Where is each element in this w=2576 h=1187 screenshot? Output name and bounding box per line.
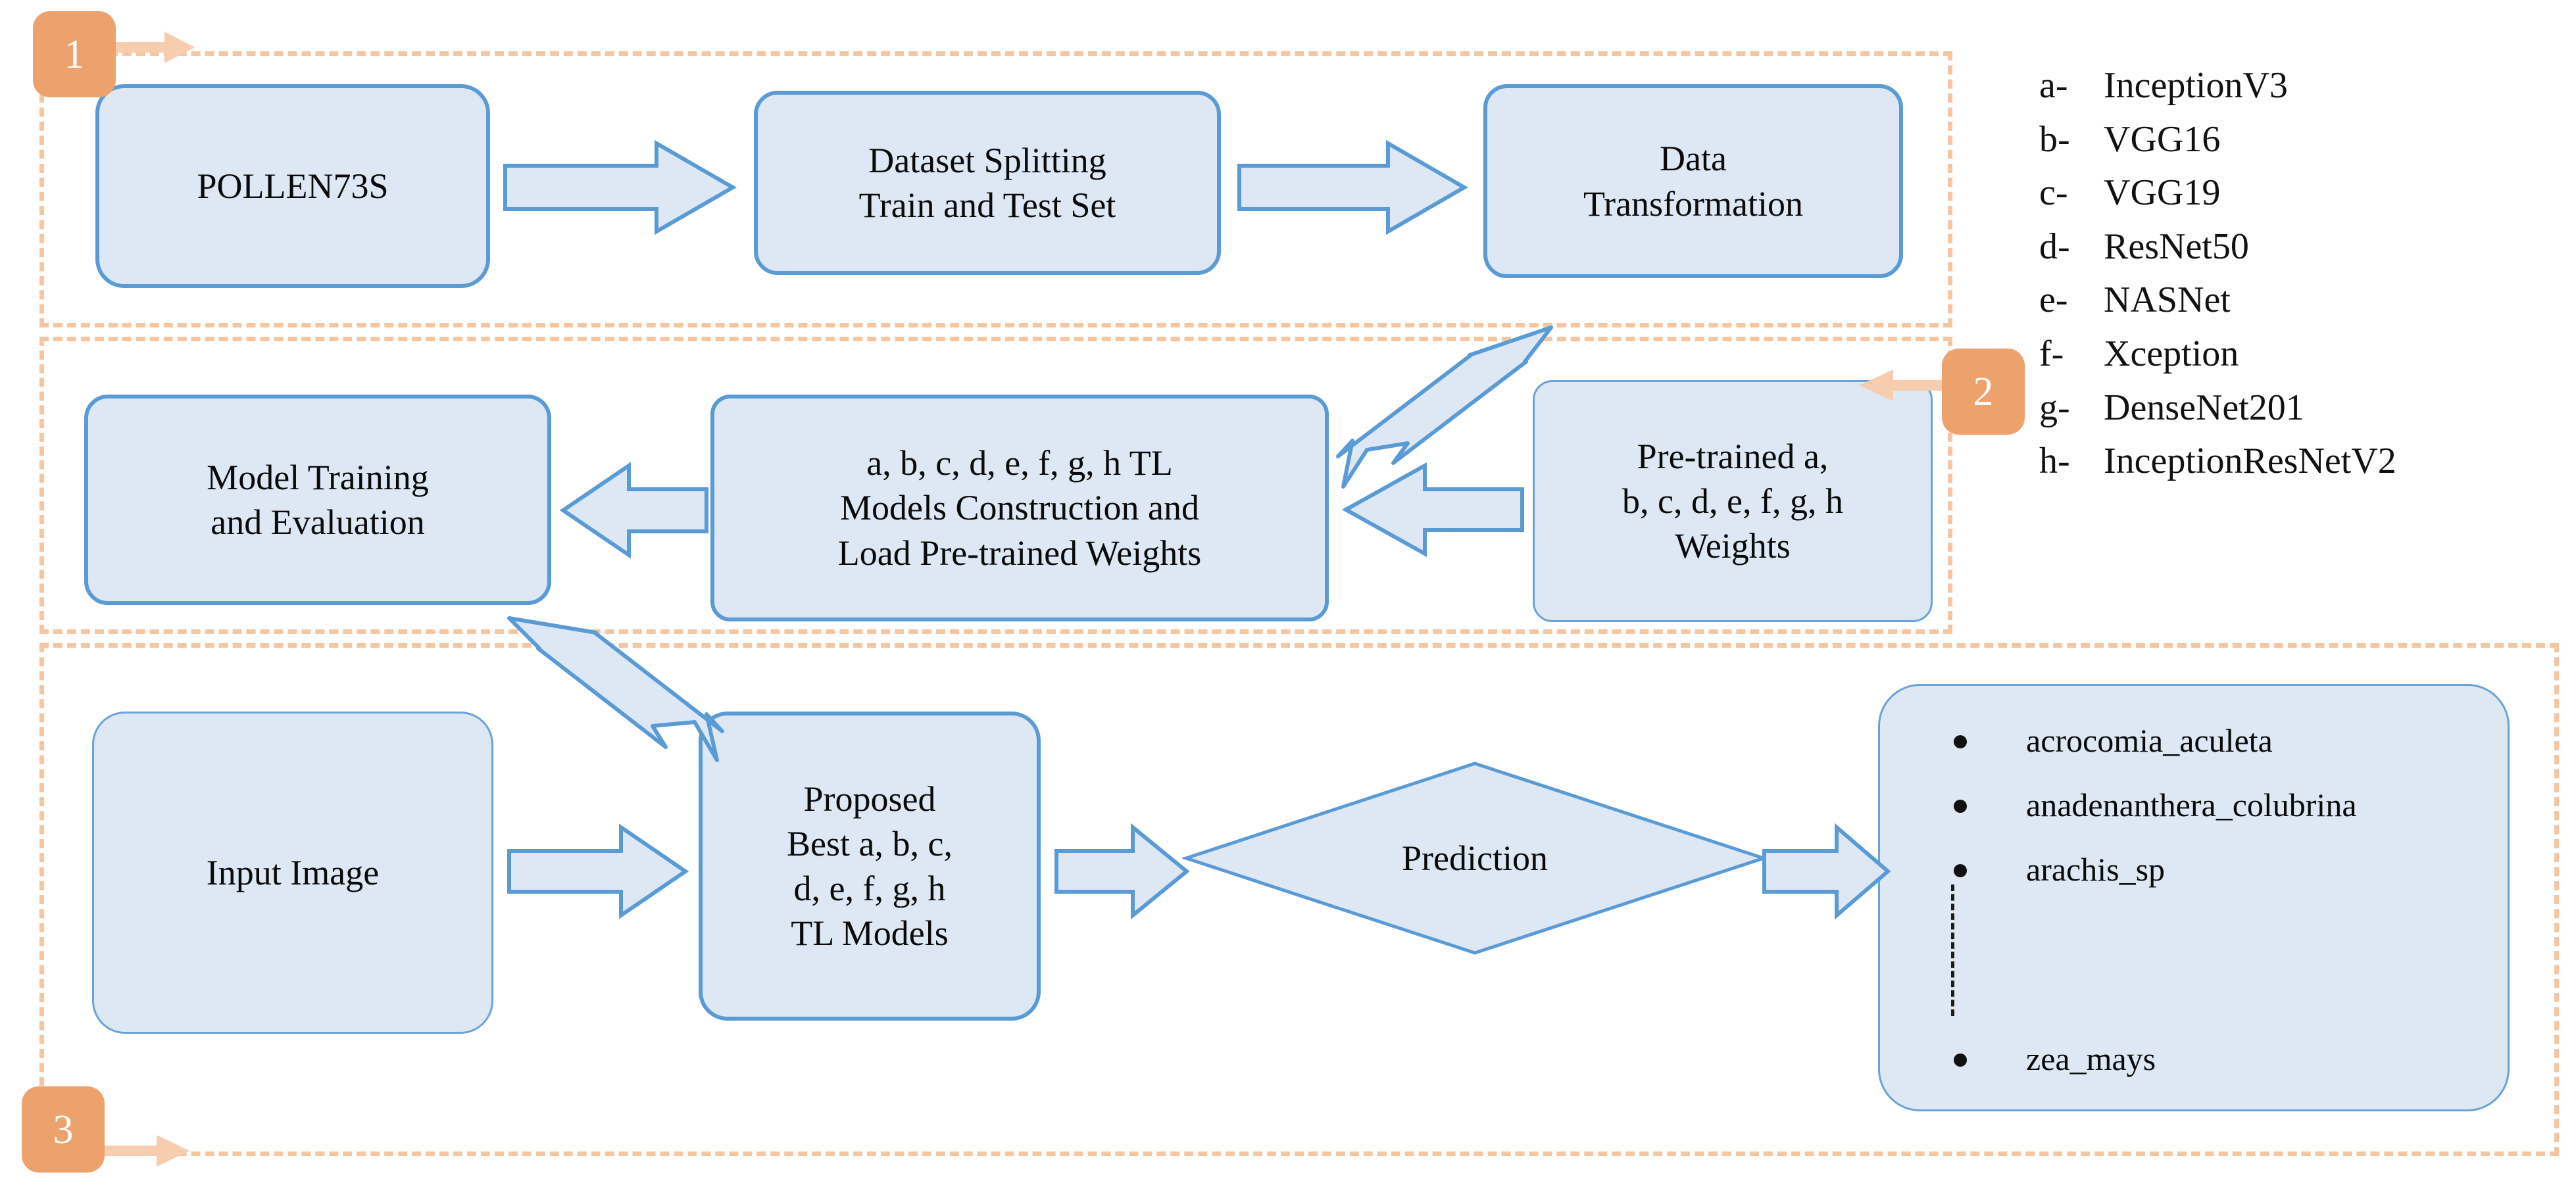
legend-key: f- bbox=[2039, 333, 2064, 374]
legend-key: d- bbox=[2039, 226, 2070, 267]
node-pollen73s-label: POLLEN73S bbox=[197, 166, 389, 206]
arrow-input-to-best-models-icon bbox=[507, 823, 689, 919]
arrow-construction-to-training-icon bbox=[559, 462, 708, 559]
stage-3-badge-label: 3 bbox=[53, 1107, 74, 1152]
legend-value: InceptionV3 bbox=[2104, 65, 2288, 106]
list-item: acrocomia_aculeta bbox=[1954, 724, 2508, 757]
legend-value: ResNet50 bbox=[2104, 226, 2249, 267]
legend-value: VGG16 bbox=[2104, 118, 2221, 160]
node-data-transformation[interactable]: Data Transformation bbox=[1483, 84, 1903, 278]
legend-item-d: d- ResNet50 bbox=[2039, 226, 2572, 268]
legend-value: Xception bbox=[2104, 333, 2239, 374]
arrow-transform-to-construction-icon bbox=[1336, 326, 1553, 489]
node-data-transformation-label: Data Transformation bbox=[1583, 139, 1803, 224]
legend-value: DenseNet201 bbox=[2104, 387, 2304, 428]
stage-3-badge: 3 bbox=[22, 1086, 105, 1173]
node-pretrained-weights[interactable]: Pre-trained a, b, c, d, e, f, g, h Weigh… bbox=[1533, 380, 1933, 622]
arrow-pollen-to-split-icon bbox=[503, 139, 737, 235]
output-class-list: acrocomia_aculeta anadenanthera_colubrin… bbox=[1880, 724, 2508, 1075]
node-input-image-label: Input Image bbox=[206, 852, 380, 892]
legend-key: h- bbox=[2039, 441, 2070, 482]
legend-item-c: c- VGG19 bbox=[2039, 173, 2572, 214]
node-models-construction[interactable]: a, b, c, d, e, f, g, h TL Models Constru… bbox=[710, 395, 1329, 621]
stage-2-badge-arrow-icon bbox=[1859, 370, 1948, 401]
stage-2-badge-label: 2 bbox=[1973, 369, 1994, 414]
arrow-training-to-best-models-icon bbox=[507, 616, 724, 762]
legend-key: e- bbox=[2039, 279, 2068, 321]
legend-key: g- bbox=[2039, 387, 2070, 428]
arrow-split-to-transform-icon bbox=[1237, 139, 1468, 235]
legend-item-h: h- InceptionResNetV2 bbox=[2039, 441, 2572, 482]
node-model-training-evaluation[interactable]: Model Training and Evaluation bbox=[84, 395, 551, 605]
node-input-image[interactable]: Input Image bbox=[92, 712, 493, 1034]
node-prediction-decision[interactable]: Prediction bbox=[1182, 760, 1768, 957]
list-item: zea_mays bbox=[1954, 1042, 2508, 1075]
node-pretrained-weights-label: Pre-trained a, b, c, d, e, f, g, h Weigh… bbox=[1622, 436, 1843, 566]
legend-item-f: f- Xception bbox=[2039, 333, 2572, 375]
vertical-ellipsis-icon bbox=[1951, 884, 1954, 1016]
node-dataset-splitting[interactable]: Dataset Splitting Train and Test Set bbox=[754, 91, 1221, 275]
legend-key: a- bbox=[2039, 65, 2068, 106]
node-models-construction-label: a, b, c, d, e, f, g, h TL Models Constru… bbox=[837, 443, 1202, 573]
list-item: arachis_sp bbox=[1954, 853, 2508, 886]
legend-value: NASNet bbox=[2104, 279, 2231, 321]
legend-value: VGG19 bbox=[2104, 172, 2221, 214]
model-legend: a- InceptionV3 b- VGG16 c- VGG19 d- ResN… bbox=[2039, 65, 2572, 495]
legend-item-g: g- DenseNet201 bbox=[2039, 387, 2572, 429]
node-dataset-splitting-label: Dataset Splitting Train and Test Set bbox=[858, 140, 1116, 225]
legend-key: b- bbox=[2039, 118, 2070, 160]
stage-3-badge-arrow-icon bbox=[100, 1135, 189, 1167]
node-output-classes[interactable]: acrocomia_aculeta anadenanthera_colubrin… bbox=[1878, 684, 2510, 1111]
node-model-training-evaluation-label: Model Training and Evaluation bbox=[207, 457, 429, 542]
legend-item-b: b- VGG16 bbox=[2039, 118, 2572, 160]
node-proposed-best-models-label: Proposed Best a, b, c, d, e, f, g, h TL … bbox=[787, 779, 953, 954]
diamond-shape-icon bbox=[1182, 762, 1768, 955]
legend-value: InceptionResNetV2 bbox=[2104, 441, 2396, 482]
stage-1-badge-label: 1 bbox=[64, 32, 85, 77]
stage-1-badge-arrow-icon bbox=[112, 32, 195, 63]
arrow-prediction-to-output-icon bbox=[1762, 823, 1891, 920]
arrow-best-models-to-prediction-icon bbox=[1054, 823, 1190, 920]
arrow-weights-to-construction-icon bbox=[1342, 462, 1524, 558]
stage-1-badge: 1 bbox=[33, 11, 116, 97]
node-prediction-label: Prediction bbox=[1402, 838, 1548, 878]
legend-item-a: a- InceptionV3 bbox=[2039, 65, 2572, 107]
node-pollen73s[interactable]: POLLEN73S bbox=[95, 84, 490, 288]
node-proposed-best-models[interactable]: Proposed Best a, b, c, d, e, f, g, h TL … bbox=[699, 712, 1041, 1021]
legend-item-e: e- NASNet bbox=[2039, 280, 2572, 321]
stage-2-badge: 2 bbox=[1942, 349, 2025, 435]
legend-key: c- bbox=[2039, 172, 2068, 214]
list-item: anadenanthera_colubrina bbox=[1954, 788, 2508, 821]
